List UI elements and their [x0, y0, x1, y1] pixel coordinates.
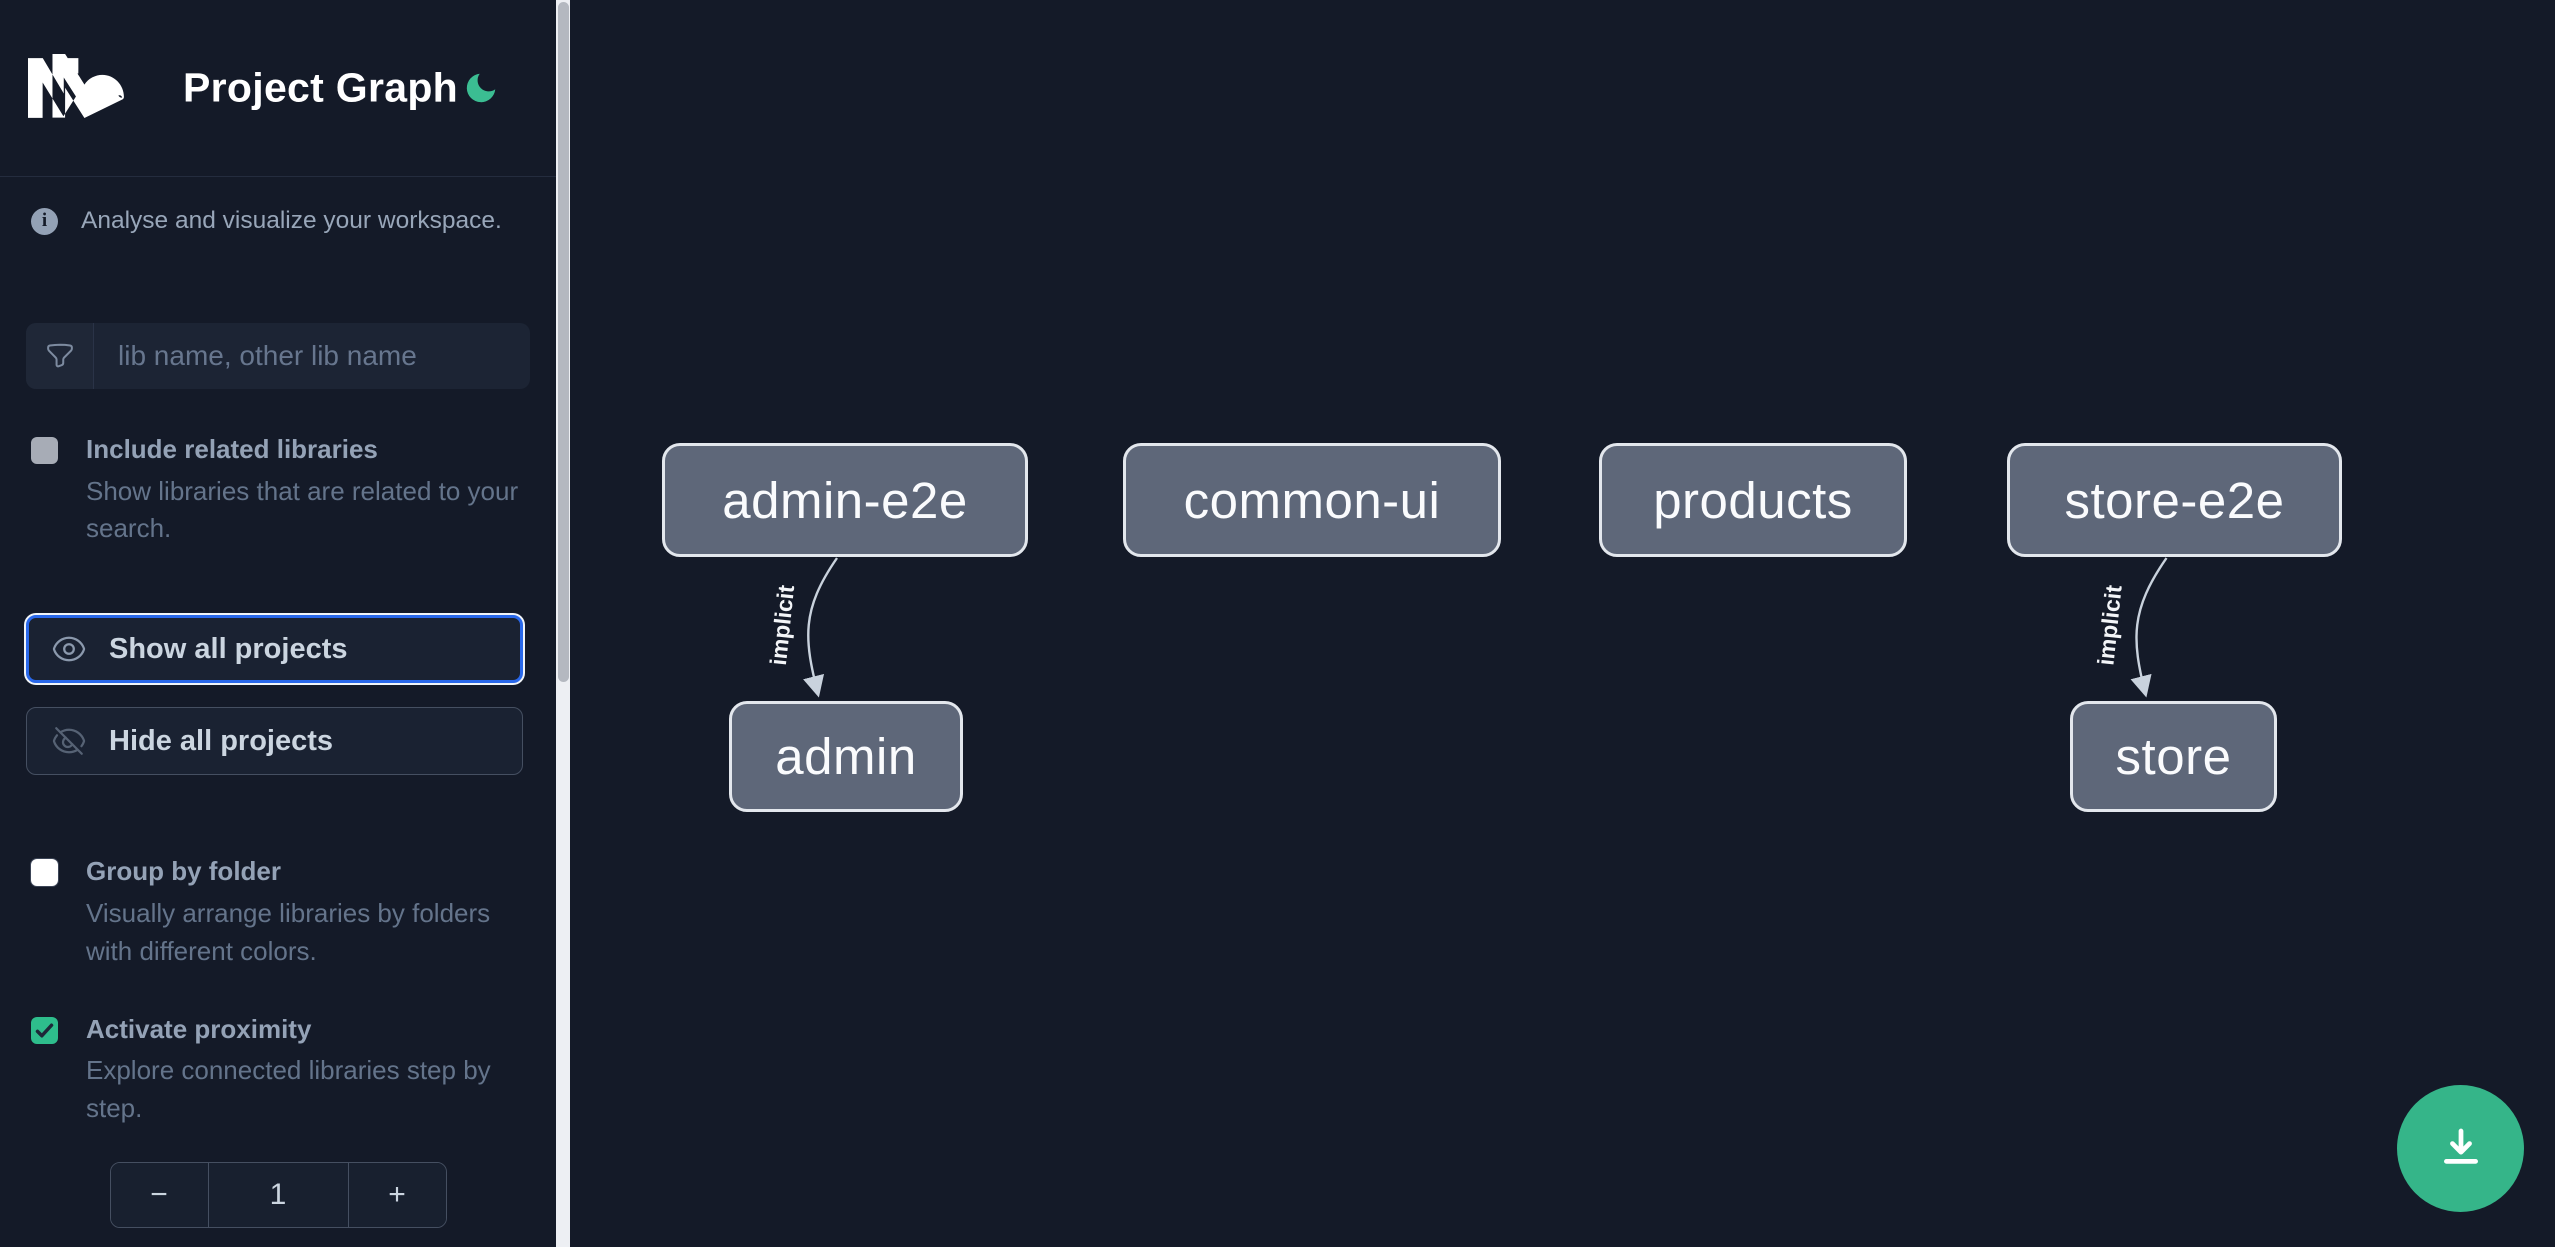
- info-icon: i: [31, 207, 58, 235]
- button-label: Hide all projects: [109, 724, 334, 757]
- graph-node-admin-e2e[interactable]: admin-e2e: [662, 443, 1028, 557]
- option-title: Group by folder: [86, 856, 281, 887]
- workspace-tagline: i Analyse and visualize your workspace.: [31, 207, 525, 235]
- show-all-projects-button[interactable]: Show all projects: [26, 615, 523, 684]
- proximity-increment-button[interactable]: +: [347, 1163, 446, 1228]
- eye-off-icon: [52, 727, 86, 756]
- nx-logo: [28, 53, 124, 119]
- sidebar-header: Project Graph: [0, 0, 556, 177]
- activate-proximity-option[interactable]: Activate proximity Explore connected lib…: [31, 1013, 525, 1128]
- activate-proximity-checkbox[interactable]: [31, 1016, 58, 1044]
- graph-node-store-e2e[interactable]: store-e2e: [2007, 443, 2342, 557]
- edge-label: implicit: [2092, 583, 2126, 666]
- proximity-stepper: − 1 +: [109, 1162, 447, 1229]
- download-icon: [2443, 1128, 2478, 1164]
- graph-node-admin[interactable]: admin: [729, 701, 963, 812]
- proximity-value: 1: [208, 1163, 348, 1228]
- graph-edge-admin-e2e-admin[interactable]: [803, 557, 838, 698]
- button-label: Show all projects: [109, 632, 348, 665]
- moon-icon: [466, 73, 496, 103]
- option-description: Explore connected libraries step by step…: [86, 1055, 491, 1124]
- include-related-option[interactable]: Include related libraries Show libraries…: [31, 433, 525, 548]
- check-icon: [35, 1023, 54, 1038]
- graph-node-products[interactable]: products: [1599, 443, 1907, 557]
- scrollbar-thumb[interactable]: [557, 2, 569, 682]
- hide-all-projects-button[interactable]: Hide all projects: [26, 707, 523, 776]
- search-box: [26, 323, 530, 389]
- eye-icon: [52, 637, 86, 662]
- group-by-folder-checkbox[interactable]: [31, 859, 58, 887]
- sidebar-scrollbar[interactable]: [556, 0, 570, 1247]
- include-related-checkbox[interactable]: [31, 437, 58, 464]
- option-title: Activate proximity: [86, 1013, 312, 1044]
- edge-label: implicit: [765, 583, 799, 666]
- download-graph-button[interactable]: [2397, 1085, 2524, 1212]
- page-title: Project Graph: [183, 64, 459, 111]
- option-title: Include related libraries: [86, 434, 378, 464]
- option-description: Visually arrange libraries by folders wi…: [86, 897, 491, 966]
- sidebar: Project Graph i Analyse and visualize yo…: [0, 0, 556, 1247]
- filter-funnel-icon: [26, 323, 94, 389]
- group-by-folder-option[interactable]: Group by folder Visually arrange librari…: [31, 855, 525, 970]
- proximity-decrement-button[interactable]: −: [110, 1163, 209, 1228]
- option-description: Show libraries that are related to your …: [86, 475, 519, 544]
- theme-toggle-button[interactable]: [462, 69, 500, 107]
- graph-node-store[interactable]: store: [2070, 701, 2277, 812]
- graph-edge-store-e2e-store[interactable]: [2130, 557, 2168, 698]
- graph-node-common-ui[interactable]: common-ui: [1123, 443, 1501, 557]
- search-input[interactable]: [94, 323, 530, 389]
- tagline-text: Analyse and visualize your workspace.: [81, 207, 502, 234]
